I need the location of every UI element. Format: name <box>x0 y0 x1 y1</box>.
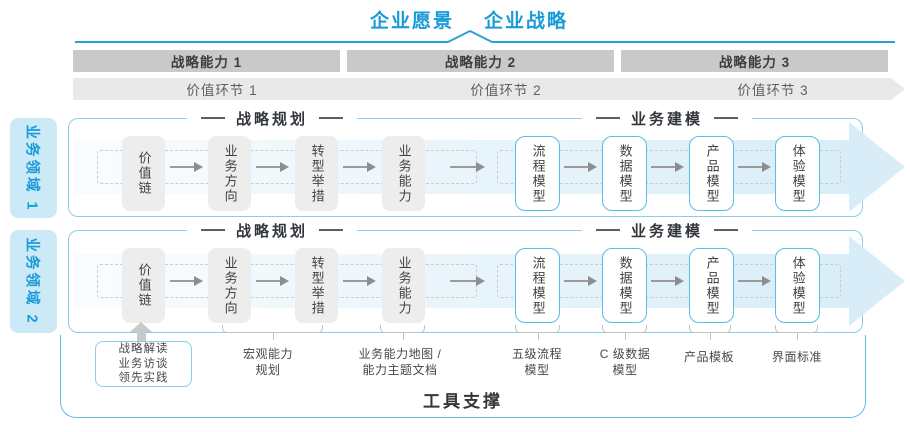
flow-arrow-icon <box>170 276 203 286</box>
box-process-model-row-1: 流程模型 <box>515 136 560 211</box>
value-chevron-1: 价值环节 1 <box>73 78 371 100</box>
flow-arrow-icon <box>170 162 203 172</box>
annotation-process-model: 五级流程 模型 <box>511 347 562 377</box>
box-value-chain-row-2: 价值链 <box>122 248 165 323</box>
flow-arrow-icon <box>256 276 289 286</box>
bracket-connector-icon <box>602 325 647 340</box>
modeling-title-row-2: 业务建模 <box>582 221 752 240</box>
flow-arrow-icon <box>738 162 771 172</box>
modeling-dashed-zone-row-2 <box>497 264 841 298</box>
box-value-chain-row-1: 价值链 <box>122 136 165 211</box>
capability-bar-2: 战略能力 2 <box>347 50 614 72</box>
flow-arrow-icon <box>256 162 289 172</box>
capability-bars: 战略能力 1 战略能力 2 战略能力 3 <box>73 50 888 72</box>
box-data-model-row-2: 数据模型 <box>602 248 647 323</box>
practice-line-3: 领先实践 <box>118 372 169 385</box>
tool-support-container: 工具支撑 <box>60 335 866 418</box>
big-arrow-icon-row-1 <box>849 122 905 212</box>
bracket-connector-icon <box>222 325 323 340</box>
flow-arrow-icon <box>738 276 771 286</box>
up-arrow-stem <box>137 331 146 342</box>
bracket-connector-icon <box>515 325 560 340</box>
box-business-direction-row-1: 业务方向 <box>208 136 251 211</box>
box-product-model-row-1: 产品模型 <box>689 136 734 211</box>
box-process-model-row-2: 流程模型 <box>515 248 560 323</box>
vision-title: 企业愿景 <box>369 11 454 32</box>
capability-bar-3: 战略能力 3 <box>621 50 888 72</box>
value-chain-chevrons: 价值环节 1 价值环节 2 价值环节 3 <box>73 78 905 100</box>
annotation-data-model: C 级数据 模型 <box>599 347 651 377</box>
box-transformation-row-1: 转型举措 <box>295 136 338 211</box>
box-transformation-row-2: 转型举措 <box>295 248 338 323</box>
flow-arrow-icon <box>450 276 485 286</box>
box-business-direction-row-2: 业务方向 <box>208 248 251 323</box>
box-product-model-row-2: 产品模型 <box>689 248 734 323</box>
box-business-capability-row-2: 业务能力 <box>382 248 425 323</box>
annotation-product-template: 产品模板 <box>683 350 734 364</box>
caret-line-icon <box>75 30 895 43</box>
up-arrow-icon <box>130 322 152 332</box>
domain-label-2: 业务领域 2 <box>10 230 57 333</box>
bracket-connector-icon <box>775 325 818 340</box>
header-titles: 企业愿景 企业战略 <box>14 6 910 33</box>
value-chevron-3: 价值环节 3 <box>641 78 905 100</box>
modeling-title-row-1: 业务建模 <box>582 109 752 128</box>
planning-title-row-1: 战略规划 <box>187 109 357 128</box>
flow-arrow-icon <box>343 276 376 286</box>
practice-input-box: 战略解读 业务访谈 领先实践 <box>95 341 192 387</box>
flow-arrow-icon <box>564 276 597 286</box>
flow-arrow-icon <box>651 162 684 172</box>
flow-arrow-icon <box>450 162 485 172</box>
planning-title-row-2: 战略规划 <box>187 221 357 240</box>
annotation-ui-standard: 界面标准 <box>771 350 822 364</box>
annotation-capability-map: 业务能力地图 / 能力主题文档 <box>358 347 442 377</box>
practice-line-1: 战略解读 <box>118 343 169 356</box>
flow-arrow-icon <box>651 276 684 286</box>
bracket-connector-icon <box>380 325 425 340</box>
practice-line-2: 业务访谈 <box>118 357 169 370</box>
strategy-title: 企业战略 <box>484 11 569 32</box>
box-experience-model-row-2: 体验模型 <box>775 248 820 323</box>
annotation-macro-capability: 宏观能力 规划 <box>242 347 293 377</box>
capability-bar-1: 战略能力 1 <box>73 50 340 72</box>
box-business-capability-row-1: 业务能力 <box>382 136 425 211</box>
flow-arrow-icon <box>343 162 376 172</box>
flow-arrow-icon <box>564 162 597 172</box>
modeling-dashed-zone-row-1 <box>497 150 841 184</box>
value-chevron-2: 价值环节 2 <box>357 78 655 100</box>
bracket-connector-icon <box>689 325 731 340</box>
tool-support-label: 工具支撑 <box>423 392 503 411</box>
big-arrow-icon-row-2 <box>849 236 905 326</box>
box-data-model-row-1: 数据模型 <box>602 136 647 211</box>
domain-label-1: 业务领域 1 <box>10 118 57 218</box>
box-experience-model-row-1: 体验模型 <box>775 136 820 211</box>
